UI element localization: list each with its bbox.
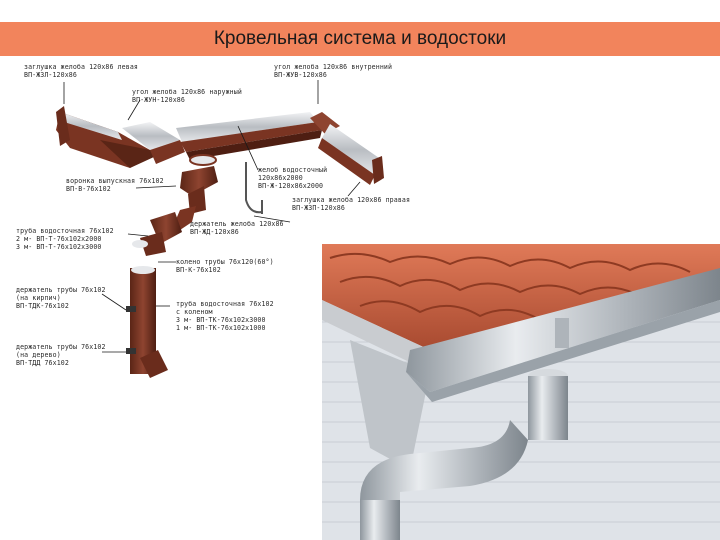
roof-photo <box>322 244 720 540</box>
middle-gutter <box>176 112 322 160</box>
funnel-piece <box>180 154 218 214</box>
title-bar: Кровельная система и водостоки <box>0 22 720 56</box>
outer-corner-piece <box>122 122 185 164</box>
page-title: Кровельная система и водостоки <box>213 28 507 49</box>
pointer-lines <box>63 80 361 353</box>
gutter-holder-piece <box>245 162 263 214</box>
downpipe-piece <box>126 206 196 378</box>
label-pipe-holder-wood: держатель трубы 76х102(на дерево)ВП-ТДД … <box>16 343 106 367</box>
label-elbow: колено трубы 76х120(60°)ВП-К-76х102 <box>176 258 274 274</box>
left-gutter-section <box>56 106 180 168</box>
inner-corner-right-gutter <box>310 112 384 185</box>
label-pipe-holder-brick: держатель трубы 76х102(на кирпич)ВП-ТДК-… <box>16 286 106 310</box>
